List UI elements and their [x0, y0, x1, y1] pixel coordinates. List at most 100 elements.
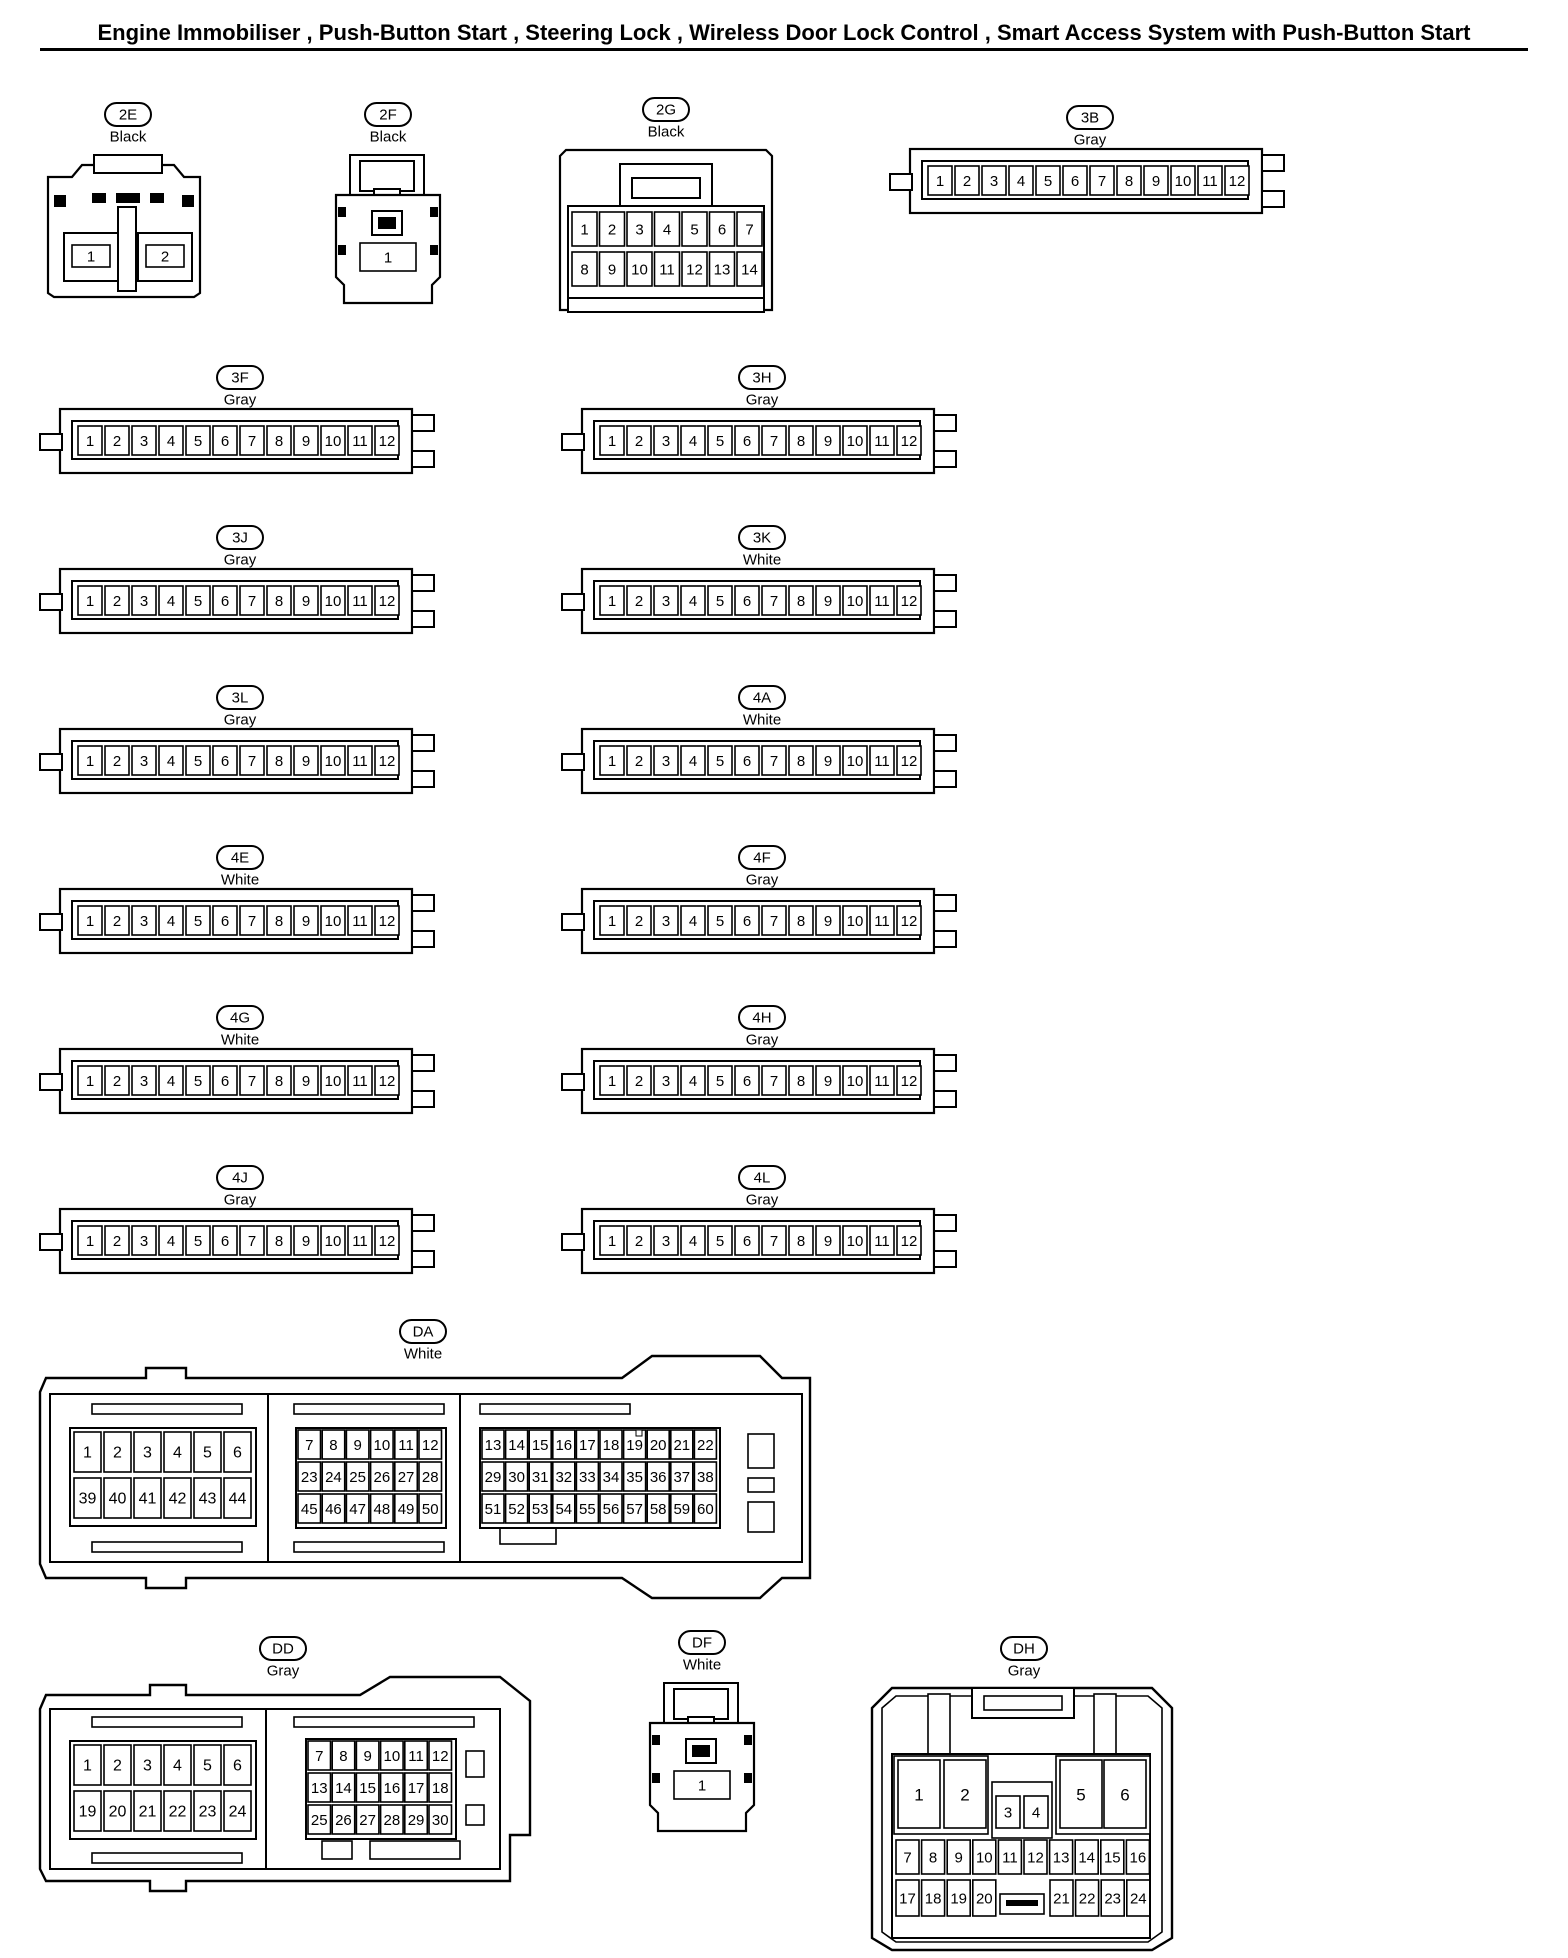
pin-number: 8 — [797, 433, 805, 450]
pin-cell — [869, 1225, 895, 1256]
pin-number: 4 — [167, 433, 175, 450]
pin-number: 26 — [374, 1469, 391, 1486]
pin-number: 10 — [847, 1073, 864, 1090]
rail — [369, 1840, 461, 1860]
pin-number: 14 — [335, 1780, 352, 1797]
pin-cell — [693, 1429, 718, 1460]
pin-number: 7 — [248, 1233, 256, 1250]
left-tab — [39, 593, 63, 611]
right-tab-bottom — [411, 450, 435, 468]
pin-cell — [653, 211, 681, 247]
pin-cell — [1023, 1795, 1049, 1829]
pin-number: 11 — [352, 913, 368, 930]
pin-cell — [131, 585, 157, 616]
pin-cell — [707, 745, 733, 776]
connector-id-badge — [738, 845, 786, 870]
pin-number: 7 — [248, 753, 256, 770]
pin-number: 10 — [847, 753, 864, 770]
guide — [1093, 1693, 1117, 1757]
pin-number: 7 — [248, 433, 256, 450]
pin-number: 2 — [635, 433, 643, 450]
pin-number: 3 — [662, 593, 670, 610]
pin-number: 9 — [302, 593, 310, 610]
pin-cell — [646, 1461, 671, 1492]
pin-number: 6 — [221, 1233, 229, 1250]
pin-number: 9 — [302, 1233, 310, 1250]
pin-number: 10 — [847, 593, 864, 610]
connector-id: 3F — [231, 370, 249, 387]
pin-cell — [77, 1065, 103, 1096]
pin-number: 5 — [716, 913, 724, 930]
pin-cell — [331, 1740, 356, 1771]
connector-id-badge — [678, 1630, 726, 1655]
pin-number: 1 — [580, 222, 588, 239]
pin-cell — [599, 745, 625, 776]
side-key — [465, 1804, 485, 1826]
pin-number: 20 — [650, 1437, 667, 1454]
pin-cell — [239, 585, 265, 616]
latch-inner — [673, 1688, 729, 1720]
pin-number: 6 — [221, 433, 229, 450]
pin-number: 10 — [847, 1233, 864, 1250]
pin-number: 11 — [659, 262, 675, 279]
connector-id-badge — [399, 1319, 447, 1344]
pin-number: 3 — [990, 173, 998, 190]
pin-number: 6 — [743, 753, 751, 770]
pin-cell — [266, 1225, 292, 1256]
pin-number: 12 — [1027, 1850, 1044, 1867]
pin-number: 8 — [929, 1850, 937, 1867]
pin-number: 2 — [113, 1073, 121, 1090]
pin-cell — [736, 251, 763, 287]
pin-number: 11 — [352, 1233, 368, 1250]
pin-cell — [320, 585, 346, 616]
pin-number: 6 — [233, 1758, 242, 1775]
pin-number: 11 — [408, 1748, 424, 1765]
pin-number: 1 — [86, 753, 94, 770]
pin-cell — [77, 425, 103, 456]
right-tab-bottom — [933, 770, 957, 788]
side-key — [465, 1750, 485, 1778]
pin-number: 3 — [143, 1445, 152, 1462]
pin-number: 3 — [662, 1073, 670, 1090]
left-tab — [39, 753, 63, 771]
pin-number: 34 — [603, 1469, 620, 1486]
pin-cell — [736, 211, 763, 247]
pin-number: 9 — [824, 593, 832, 610]
pin-cell — [104, 745, 130, 776]
pin-cell — [815, 585, 841, 616]
pin-number: 47 — [349, 1501, 366, 1518]
pin-cell — [669, 1461, 694, 1492]
pin-number: 2 — [161, 249, 169, 266]
connector-color: Gray — [746, 872, 779, 889]
pin-number: 6 — [743, 913, 751, 930]
pin-cell — [374, 585, 400, 616]
pin-cell — [599, 1461, 623, 1492]
pin-cell — [374, 425, 400, 456]
pin-number: 11 — [874, 1233, 890, 1250]
connector-id-badge — [104, 102, 152, 127]
latch-inner — [359, 160, 415, 192]
pin-number: 11 — [874, 1073, 890, 1090]
pin-number: 1 — [83, 1445, 92, 1462]
right-tab-top — [411, 734, 435, 752]
pin-number: 2 — [960, 1786, 969, 1805]
pin-cell — [369, 1493, 394, 1524]
pin-cell — [193, 1477, 222, 1519]
pin-cell — [598, 251, 626, 287]
connector-id: DA — [413, 1324, 434, 1341]
pin-cell — [131, 425, 157, 456]
connector-id: 4H — [752, 1010, 771, 1027]
pin-cell — [788, 1225, 814, 1256]
pin-cell — [815, 905, 841, 936]
pin-number: 9 — [824, 753, 832, 770]
pin-number: 14 — [508, 1437, 525, 1454]
pin-number: 60 — [697, 1501, 714, 1518]
pin-cell — [212, 585, 238, 616]
pin-cell — [954, 165, 980, 196]
pin-number: 30 — [508, 1469, 525, 1486]
pin-cell — [293, 1225, 319, 1256]
